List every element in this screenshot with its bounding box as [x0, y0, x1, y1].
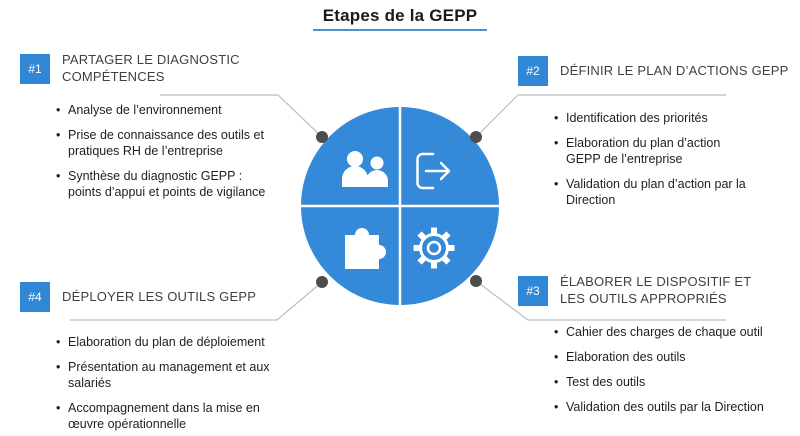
bullet-item: Présentation au management et aux salari… — [56, 359, 280, 391]
puzzle-icon — [345, 228, 386, 269]
page-title: Etapes de la GEPP — [312, 6, 488, 31]
bullet-item: Elaboration du plan de déploiement — [56, 334, 280, 350]
step-2-title: DÉFINIR LE PLAN D’ACTIONS GEPP — [560, 62, 789, 78]
dot-step-4 — [316, 276, 328, 288]
step-3-title: ÉLABORER LE DISPOSITIF ET LES OUTILS APP… — [560, 274, 752, 306]
bullet-item: Test des outils — [554, 374, 790, 390]
title-bar: Etapes de la GEPP — [0, 6, 800, 31]
connector-step-3 — [475, 280, 726, 321]
bullet-item: Validation des outils par la Direction — [554, 399, 790, 415]
step-2-bullets: Identification des priorités Elaboration… — [554, 110, 754, 208]
step-3-badge: #3 — [518, 275, 548, 306]
center-circle — [301, 107, 499, 305]
step-3-section: #3 ÉLABORER LE DISPOSITIF ET LES OUTILS … — [518, 274, 798, 415]
bullet-item: Elaboration du plan d’action GEPP de l’e… — [554, 135, 754, 167]
bullet-item: Accompagnement dans la mise en œuvre opé… — [56, 400, 280, 432]
step-1-header: #1 PARTAGER LE DIAGNOSTIC COMPÉTENCES — [20, 52, 320, 86]
team-icon — [342, 151, 388, 187]
step-1-section: #1 PARTAGER LE DIAGNOSTIC COMPÉTENCES An… — [20, 52, 320, 200]
step-4-header: #4 DÉPLOYER LES OUTILS GEPP — [20, 282, 320, 312]
bullet-item: Identification des priorités — [554, 110, 754, 126]
bullet-item: Validation du plan d’action par la Direc… — [554, 176, 754, 208]
exit-arrow-icon — [416, 152, 451, 190]
step-4-bullets: Elaboration du plan de déploiement Prése… — [56, 334, 280, 432]
bullet-item: Prise de connaissance des outils et prat… — [56, 127, 278, 159]
step-1-badge: #1 — [20, 53, 50, 84]
step-3-header: #3 ÉLABORER LE DISPOSITIF ET LES OUTILS … — [518, 274, 798, 308]
step-1-bullets: Analyse de l’environnement Prise de conn… — [56, 102, 278, 200]
dot-step-2 — [470, 131, 482, 143]
connector-lines — [70, 94, 726, 321]
step-4-badge: #4 — [20, 282, 50, 312]
step-3-bullets: Cahier des charges de chaque outil Elabo… — [554, 324, 790, 415]
connector-step-2 — [475, 94, 726, 138]
dot-step-1 — [316, 131, 328, 143]
step-4-section: #4 DÉPLOYER LES OUTILS GEPP Elaboration … — [20, 282, 320, 432]
step-4-title: DÉPLOYER LES OUTILS GEPP — [62, 288, 257, 304]
gear-icon — [413, 227, 455, 269]
bullet-item: Cahier des charges de chaque outil — [554, 324, 790, 340]
step-2-section: #2 DÉFINIR LE PLAN D’ACTIONS GEPP Identi… — [518, 56, 798, 208]
connector-dots — [316, 131, 482, 288]
bullet-item: Synthèse du diagnostic GEPP : points d’a… — [56, 168, 278, 200]
step-2-badge: #2 — [518, 56, 548, 86]
connector-step-1 — [160, 94, 323, 138]
bullet-item: Analyse de l’environnement — [56, 102, 278, 118]
connector-step-4 — [70, 281, 323, 321]
bullet-item: Elaboration des outils — [554, 349, 790, 365]
step-1-title: PARTAGER LE DIAGNOSTIC COMPÉTENCES — [62, 52, 240, 84]
dot-step-3 — [470, 275, 482, 287]
step-2-header: #2 DÉFINIR LE PLAN D’ACTIONS GEPP — [518, 56, 798, 86]
